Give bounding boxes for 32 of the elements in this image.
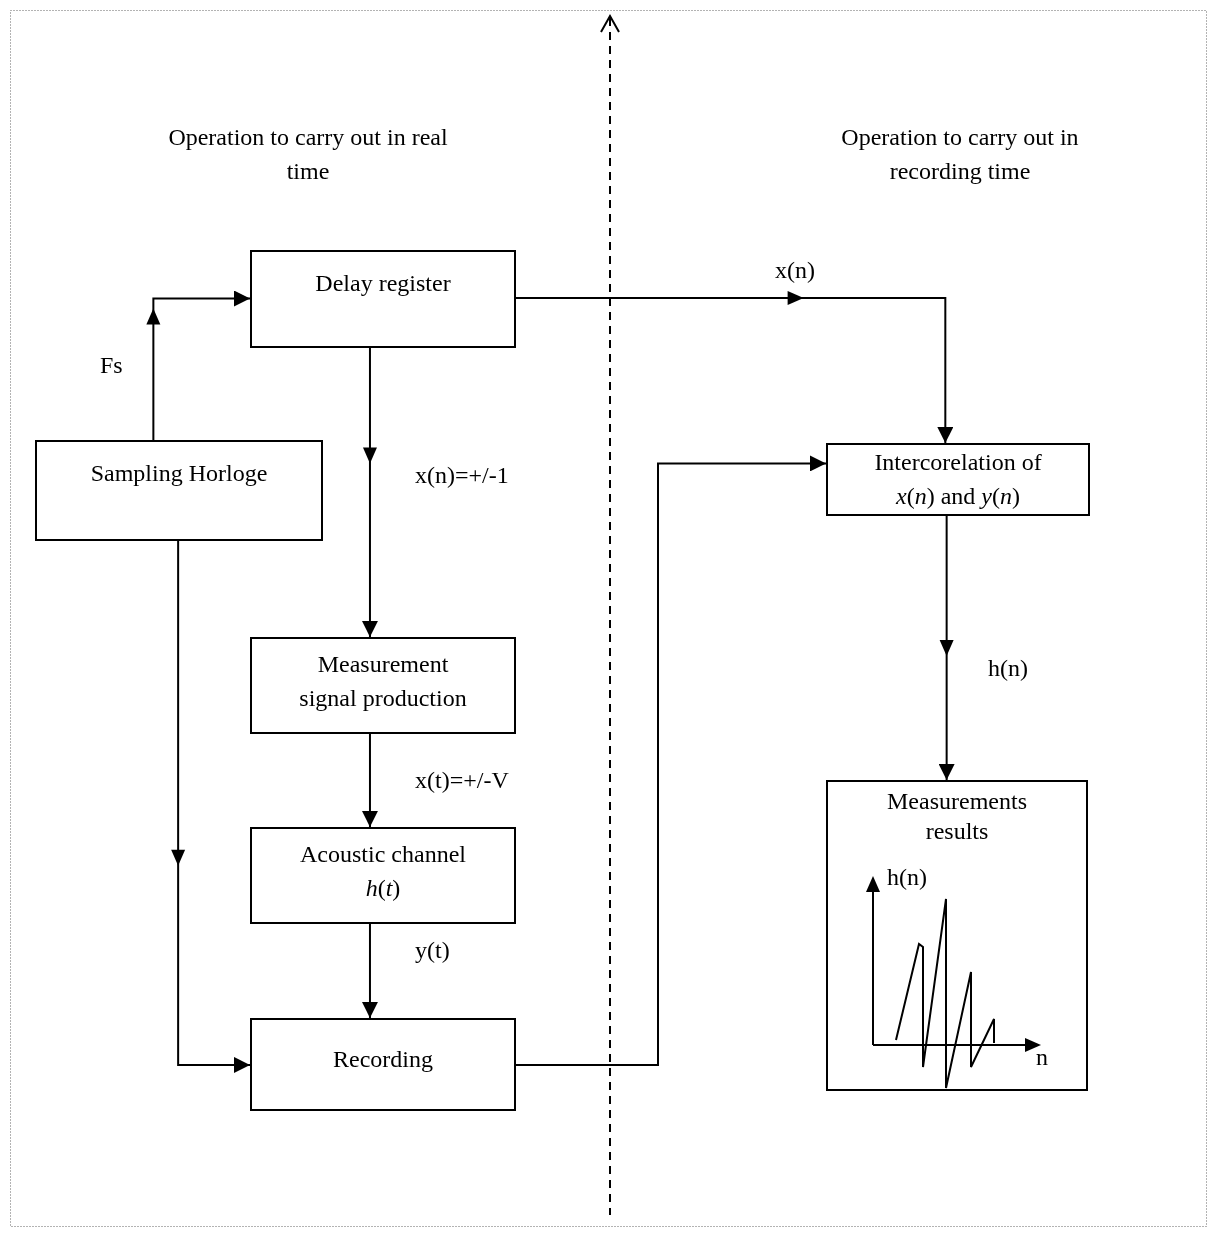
section-heading: Operation to carry out in real time: [167, 123, 449, 186]
edge-label: h(n): [988, 654, 1028, 683]
box-label: Acoustic channel h(t): [299, 840, 467, 903]
arrow: [146, 290, 251, 441]
edge-label: x(n): [775, 256, 815, 285]
box-label: Sampling Horloge: [89, 459, 269, 488]
arrow: [361, 347, 378, 638]
axis-label: n: [1036, 1043, 1048, 1072]
arrow: [938, 515, 955, 781]
process-box: [826, 443, 1090, 516]
section-heading: Operation to carry out in recording time: [840, 123, 1080, 186]
edge-label: y(t): [415, 936, 450, 965]
process-box: [250, 1018, 516, 1111]
edge-label: Fs: [100, 351, 123, 380]
axis-label: h(n): [887, 863, 927, 892]
process-box: [250, 637, 516, 734]
arrow: [171, 540, 251, 1073]
box-label: Measurement signal production: [298, 650, 468, 713]
arrow: [361, 923, 378, 1019]
process-box: [35, 440, 323, 541]
box-label: Intercorelation of x(n) and y(n): [873, 448, 1043, 511]
process-box: [250, 250, 516, 348]
process-box: [250, 827, 516, 924]
arrow: [361, 733, 378, 828]
box-label: Recording: [332, 1045, 434, 1074]
box-label: Delay register: [314, 269, 452, 298]
box-label: Measurements results: [886, 787, 1028, 846]
process-box: [826, 780, 1088, 1091]
edge-label: x(t)=+/-V: [415, 766, 509, 795]
edge-label: x(n)=+/-1: [415, 461, 509, 490]
arrow: [515, 291, 954, 444]
arrow: [515, 455, 827, 1066]
